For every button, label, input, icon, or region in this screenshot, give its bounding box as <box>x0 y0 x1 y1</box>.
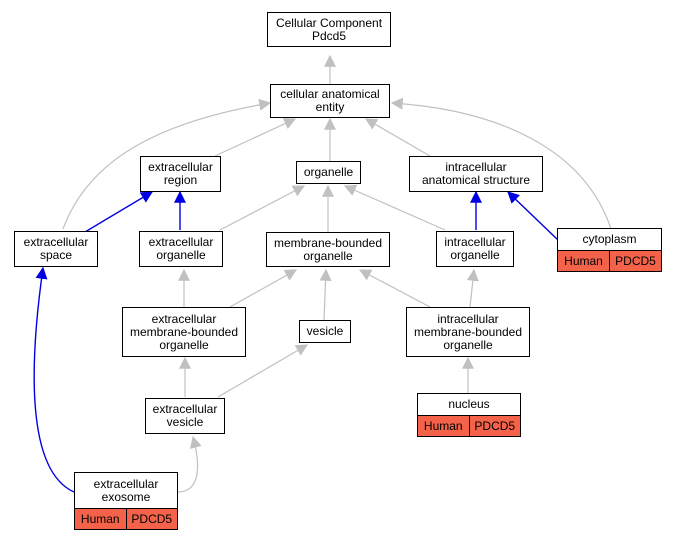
node-label-line: membrane-bounded <box>273 235 383 250</box>
node-extracellular-membrane-bounded-organelle[interactable]: extracellular membrane-bounded organelle <box>122 307 246 357</box>
species-cell[interactable]: Human <box>418 416 469 436</box>
edge-cyto-ias <box>507 191 559 241</box>
node-label-line: extracellular <box>152 402 218 416</box>
annotation-row: Human PDCD5 <box>558 250 661 271</box>
edge-exo-ev <box>177 435 202 493</box>
node-label-line: intracellular <box>445 160 507 174</box>
node-label-line: organelle <box>159 337 209 352</box>
node-label-line: organelle <box>303 165 354 179</box>
node-label-line: cellular anatomical <box>280 87 380 101</box>
node-cytoplasm[interactable]: cytoplasm Human PDCD5 <box>557 228 662 272</box>
node-label-line: membrane-bounded <box>129 324 239 339</box>
species-cell[interactable]: Human <box>75 509 126 529</box>
edge-eo-org <box>219 185 306 231</box>
node-cellular-anatomical-entity[interactable]: cellular anatomical entity <box>270 84 390 118</box>
node-label-line: vesicle <box>306 324 344 338</box>
node-membrane-bounded-organelle[interactable]: membrane-bounded organelle <box>266 232 390 267</box>
node-label-line: exosome <box>101 489 151 504</box>
edge-ves-mbo <box>319 268 332 321</box>
node-label-line: intracellular <box>437 311 499 326</box>
node-intracellular-organelle[interactable]: intracellular organelle <box>436 231 514 267</box>
edge-ias-cae <box>364 118 431 157</box>
node-label-line: membrane-bounded <box>413 324 523 339</box>
gene-cell[interactable]: PDCD5 <box>125 509 177 529</box>
node-label-line: nucleus <box>448 397 490 411</box>
node-label-line: extracellular <box>151 311 217 326</box>
node-label-line: organelle <box>450 248 500 262</box>
node-extracellular-region[interactable]: extracellular region <box>140 156 221 192</box>
node-nucleus[interactable]: nucleus Human PDCD5 <box>417 393 521 437</box>
node-label-line: organelle <box>156 248 206 262</box>
node-label-line: entity <box>315 100 345 114</box>
node-vesicle[interactable]: vesicle <box>299 320 351 343</box>
annotation-row: Human PDCD5 <box>75 508 177 529</box>
edge-ev-ves <box>217 344 309 398</box>
gene-cell[interactable]: PDCD5 <box>609 251 661 271</box>
node-extracellular-exosome[interactable]: extracellular exosome Human PDCD5 <box>74 472 178 530</box>
edge-imbo-io <box>466 268 479 308</box>
node-label-line: organelle <box>303 248 353 263</box>
node-extracellular-organelle[interactable]: extracellular organelle <box>139 231 223 267</box>
node-extracellular-vesicle[interactable]: extracellular vesicle <box>145 398 225 434</box>
node-intracellular-membrane-bounded-organelle[interactable]: intracellular membrane-bounded organelle <box>406 307 530 357</box>
edge-embo-mbo <box>229 269 298 308</box>
node-label-line: vesicle <box>166 415 204 429</box>
node-label-line: extracellular <box>148 160 213 174</box>
edge-io-org <box>343 184 446 231</box>
node-extracellular-space[interactable]: extracellular space <box>14 231 98 267</box>
node-label-line: intracellular <box>444 235 506 249</box>
node-label-line: cytoplasm <box>582 232 637 246</box>
node-label-line: anatomical structure <box>421 173 531 187</box>
edge-imbo-mbo <box>358 269 431 308</box>
node-label-line: extracellular <box>23 235 89 249</box>
edge-es-cae <box>62 98 272 230</box>
gene-cell[interactable]: PDCD5 <box>468 416 520 436</box>
node-label-line: region <box>163 173 198 187</box>
node-intracellular-anatomical-structure[interactable]: intracellular anatomical structure <box>409 156 543 192</box>
node-label-line: space <box>39 248 73 262</box>
edge-exo-es <box>33 266 75 493</box>
edge-es-er <box>84 191 154 233</box>
node-organelle[interactable]: organelle <box>296 161 361 184</box>
node-label-line: organelle <box>443 337 493 352</box>
edge-cyto-cae <box>390 97 612 230</box>
node-label-line: extracellular <box>148 235 214 249</box>
node-label-line: Cellular Component <box>275 15 383 30</box>
edge-er-cae <box>214 118 297 157</box>
species-cell[interactable]: Human <box>558 251 609 271</box>
node-label-line: Pdcd5 <box>311 28 347 43</box>
node-cellular-component-pdcd5[interactable]: Cellular Component Pdcd5 <box>267 12 391 47</box>
node-label-line: extracellular <box>93 476 159 491</box>
annotation-row: Human PDCD5 <box>418 415 520 436</box>
